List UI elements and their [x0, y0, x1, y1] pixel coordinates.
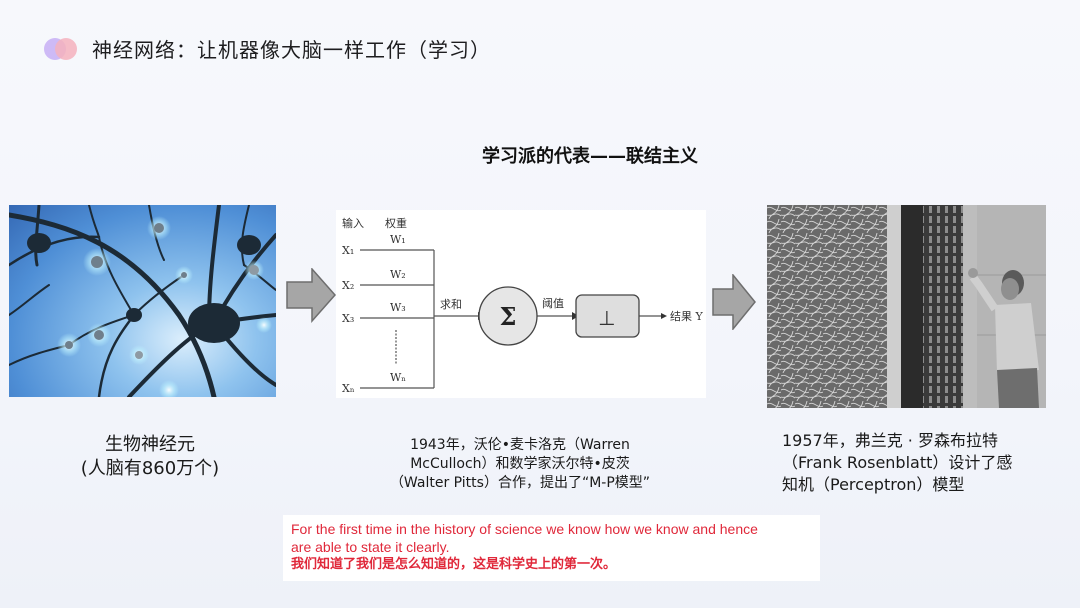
- perceptron-caption-line: （Frank Rosenblatt）设计了感: [782, 453, 1013, 472]
- input-xn: Xₙ: [342, 382, 355, 395]
- weight-w1: W₁: [390, 233, 406, 246]
- sum-node: [478, 286, 538, 346]
- weight-w3: W₃: [390, 301, 406, 314]
- sigma-symbol: Σ: [500, 302, 517, 331]
- threshold-symbol: ⊥: [598, 306, 615, 330]
- perceptron-caption: 1957年，弗兰克 · 罗森布拉特 （Frank Rosenblatt）设计了感…: [782, 430, 1052, 496]
- quote-english-line: For the first time in the history of sci…: [291, 521, 758, 537]
- neuron-caption-line: (人脑有860万个): [80, 458, 220, 479]
- slide-title: 神经网络：让机器像大脑一样工作（学习）: [92, 38, 491, 62]
- arrow-right-icon: [712, 274, 756, 330]
- arrow-right-icon: [286, 268, 336, 323]
- section-subtitle: 学习派的代表——联结主义: [482, 146, 698, 167]
- neuron-caption: 生物神经元 (人脑有860万个): [40, 433, 260, 481]
- quote-english-line: are able to state it clearly.: [291, 539, 450, 555]
- neuron-caption-line: 生物神经元: [105, 434, 195, 455]
- threshold-label: 阈值: [542, 296, 564, 310]
- perceptron-caption-line: 1957年，弗兰克 · 罗森布拉特: [782, 431, 998, 450]
- logo-circles-icon: [42, 37, 80, 61]
- threshold-node: [575, 294, 640, 338]
- perceptron-photo: [767, 205, 1046, 408]
- perceptron-caption-line: 知机（Perceptron）模型: [782, 475, 965, 494]
- diagram-weights-header: 权重: [385, 216, 407, 230]
- diagram-inputs-header: 输入: [342, 216, 364, 230]
- input-x1: X₁: [342, 244, 354, 257]
- input-x2: X₂: [342, 279, 354, 292]
- mp-caption-line: （Walter Pitts）合作，提出了“M-P模型”: [389, 475, 651, 491]
- mp-model-caption: 1943年，沃伦•麦卡洛克（Warren McCulloch）和数学家沃尔特•皮…: [360, 436, 680, 493]
- quote-chinese: 我们知道了我们是怎么知道的，这是科学史上的第一次。: [291, 557, 617, 572]
- input-x3: X₃: [342, 312, 354, 325]
- weight-w2: W₂: [390, 268, 406, 281]
- sum-label: 求和: [440, 298, 462, 311]
- slide-header: 神经网络：让机器像大脑一样工作（学习）: [42, 34, 491, 63]
- quote-box: For the first time in the history of sci…: [283, 515, 820, 581]
- mp-model-diagram: 输入 权重 X₁ X₂ X₃ Xₙ W₁: [336, 210, 706, 398]
- neuron-image: [9, 205, 276, 397]
- output-label: 结果 Y: [670, 310, 703, 323]
- weight-wn: Wₙ: [390, 371, 406, 384]
- mp-caption-line: 1943年，沃伦•麦卡洛克（Warren: [410, 437, 630, 453]
- mp-caption-line: McCulloch）和数学家沃尔特•皮茨: [410, 456, 630, 472]
